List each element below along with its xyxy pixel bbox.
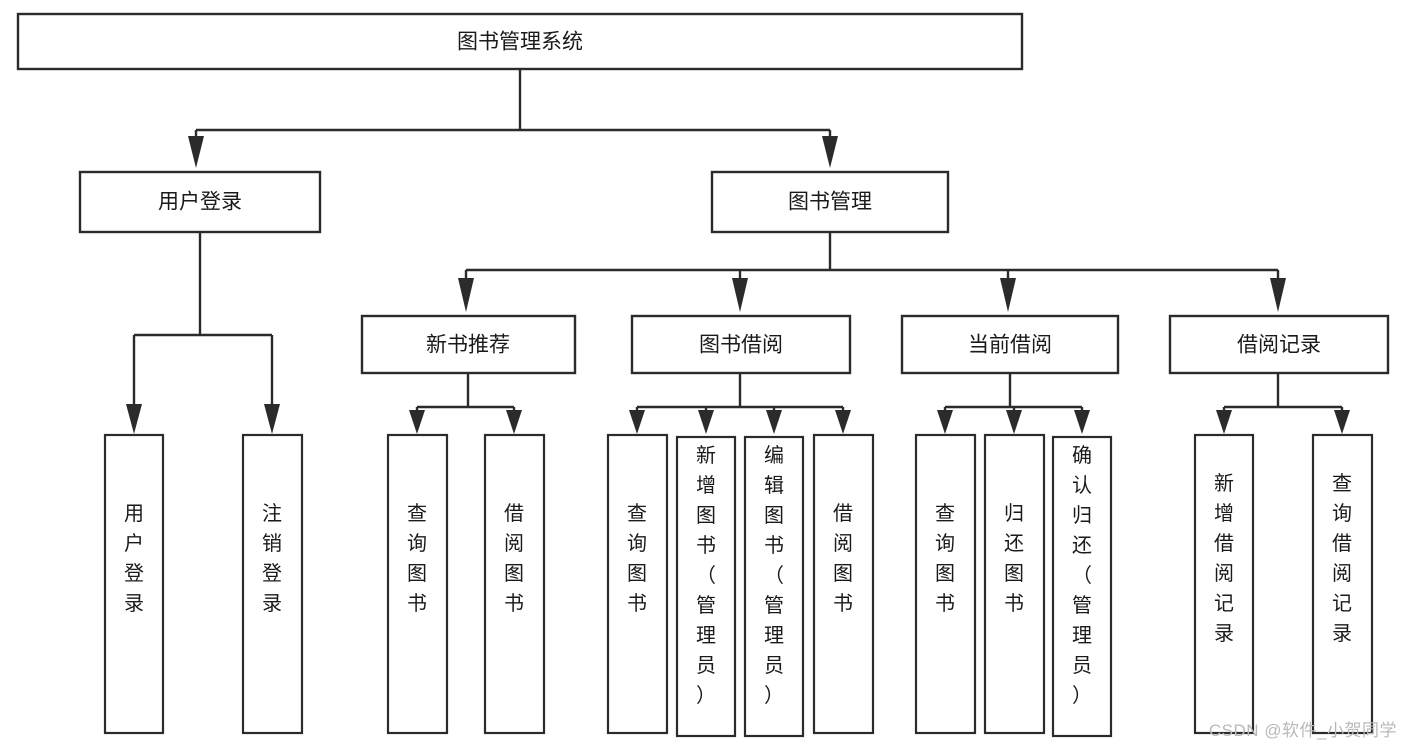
node-book-borrow-box[interactable]: [630, 314, 852, 375]
arrow-head-icon: [1216, 410, 1232, 434]
node-leaf-query-book-3[interactable]: 查询图书: [914, 433, 977, 735]
arrow-head-icon: [1074, 410, 1090, 434]
node-leaf-edit-book[interactable]: 编辑图书（管理员）: [743, 435, 805, 738]
node-leaf-add-record-box[interactable]: [1193, 433, 1255, 735]
arrow-head-icon: [766, 410, 782, 434]
connector-root-to-level2: [188, 69, 838, 168]
node-current-borrow-label: 当前借阅: [968, 334, 1052, 357]
node-user-login[interactable]: 用户登录: [78, 170, 322, 234]
node-root-box[interactable]: [16, 12, 1024, 71]
node-leaf-query-book-2-box[interactable]: [606, 433, 669, 735]
node-leaf-query-book-3-box[interactable]: [914, 433, 977, 735]
arrow-head-icon: [458, 278, 474, 312]
arrow-head-icon: [409, 410, 425, 434]
node-book-management[interactable]: 图书管理: [710, 170, 950, 234]
arrow-head-icon: [126, 404, 142, 434]
node-leaf-edit-book-label: 编辑图书（管理员）: [764, 444, 784, 707]
node-current-borrow[interactable]: 当前借阅: [900, 314, 1120, 375]
node-new-book-recommend-box[interactable]: [360, 314, 577, 375]
connector-book-borrow-to-leaves: [629, 373, 851, 434]
node-book-management-label: 图书管理: [788, 191, 872, 214]
node-leaf-confirm-return[interactable]: 确认归还（管理员）: [1051, 435, 1113, 738]
node-leaf-confirm-return-box[interactable]: [1051, 435, 1113, 738]
node-leaf-add-record[interactable]: 新增借阅记录: [1193, 433, 1255, 735]
node-new-book-recommend[interactable]: 新书推荐: [360, 314, 577, 375]
node-leaf-return-book[interactable]: 归还图书: [983, 433, 1046, 735]
arrow-head-icon: [629, 410, 645, 434]
arrow-head-icon: [1000, 278, 1016, 312]
node-book-borrow[interactable]: 图书借阅: [630, 314, 852, 375]
node-user-login-box[interactable]: [78, 170, 322, 234]
node-leaf-edit-book-box[interactable]: [743, 435, 805, 738]
node-leaf-borrow-book-1[interactable]: 借阅图书: [483, 433, 546, 735]
node-current-borrow-box[interactable]: [900, 314, 1120, 375]
arrow-head-icon: [1334, 410, 1350, 434]
arrow-head-icon: [937, 410, 953, 434]
node-leaf-return-book-box[interactable]: [983, 433, 1046, 735]
node-root-label: 图书管理系统: [457, 31, 583, 54]
node-root[interactable]: 图书管理系统: [16, 12, 1024, 71]
arrow-head-icon: [264, 404, 280, 434]
node-leaf-query-book-3-label: 查询图书: [935, 502, 955, 615]
arrow-head-icon: [506, 410, 522, 434]
node-leaf-query-book-2[interactable]: 查询图书: [606, 433, 669, 735]
arrow-head-icon: [698, 410, 714, 434]
node-leaf-user-logout-label: 注销登录: [262, 502, 282, 615]
node-leaf-query-book-1[interactable]: 查询图书: [386, 433, 449, 735]
node-leaf-add-book-box[interactable]: [675, 435, 737, 738]
node-leaf-add-book[interactable]: 新增图书（管理员）: [675, 435, 737, 738]
node-leaf-add-record-label: 新增借阅记录: [1214, 472, 1234, 645]
node-book-borrow-label: 图书借阅: [699, 334, 783, 357]
arrow-head-icon: [1006, 410, 1022, 434]
connector-new-book-recommend-to-leaves: [409, 373, 522, 434]
connector-user-login-to-leaves: [126, 232, 280, 434]
node-leaf-confirm-return-label: 确认归还（管理员）: [1072, 444, 1092, 707]
node-leaf-borrow-book-1-label: 借阅图书: [504, 502, 524, 615]
node-book-management-box[interactable]: [710, 170, 950, 234]
arrow-head-icon: [188, 136, 204, 168]
connector-current-borrow-to-leaves: [937, 373, 1090, 434]
node-borrow-record-box[interactable]: [1168, 314, 1390, 375]
node-leaf-query-book-1-label: 查询图书: [407, 502, 427, 615]
node-new-book-recommend-label: 新书推荐: [426, 334, 510, 357]
node-leaf-user-login-label: 用户登录: [124, 503, 144, 615]
node-leaf-query-record-box[interactable]: [1311, 433, 1374, 735]
arrow-head-icon: [822, 136, 838, 168]
arrow-head-icon: [1270, 278, 1286, 312]
node-leaf-borrow-book-2-label: 借阅图书: [833, 502, 853, 615]
node-leaf-borrow-book-2-box[interactable]: [812, 433, 875, 735]
node-leaf-user-login-box[interactable]: [103, 433, 165, 735]
connector-borrow-record-to-leaves: [1216, 373, 1350, 434]
node-borrow-record[interactable]: 借阅记录: [1168, 314, 1390, 375]
csdn-watermark: CSDN @软件_小贺同学: [1208, 721, 1397, 740]
node-borrow-record-label: 借阅记录: [1237, 334, 1321, 357]
node-leaf-query-record[interactable]: 查询借阅记录: [1311, 433, 1374, 735]
node-leaf-return-book-label: 归还图书: [1004, 502, 1024, 615]
node-leaf-borrow-book-2[interactable]: 借阅图书: [812, 433, 875, 735]
node-leaf-query-book-1-box[interactable]: [386, 433, 449, 735]
node-leaf-borrow-book-1-box[interactable]: [483, 433, 546, 735]
node-leaf-add-book-label: 新增图书（管理员）: [696, 444, 716, 707]
node-leaf-user-logout[interactable]: 注销登录: [241, 433, 304, 735]
arrow-head-icon: [835, 410, 851, 434]
node-user-login-label: 用户登录: [158, 191, 242, 214]
node-leaf-query-record-label: 查询借阅记录: [1332, 472, 1352, 645]
node-leaf-user-logout-box[interactable]: [241, 433, 304, 735]
arrow-head-icon: [732, 278, 748, 312]
connector-book-management-to-level3: [458, 232, 1286, 312]
node-leaf-user-login[interactable]: 用户登录: [103, 433, 165, 735]
node-leaf-query-book-2-label: 查询图书: [627, 502, 647, 615]
